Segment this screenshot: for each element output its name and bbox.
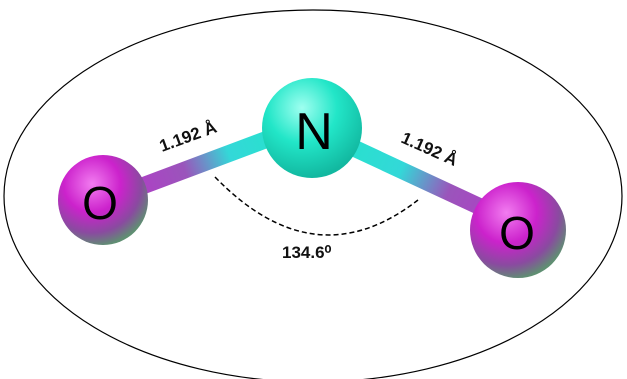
- atom-oxygen-right-label: O: [499, 207, 535, 259]
- bond-length-label-right: 1.192 Å: [398, 128, 460, 170]
- atom-oxygen-left-label: O: [82, 177, 118, 229]
- bond-length-label-left: 1.192 Å: [157, 118, 219, 156]
- atom-oxygen-left: O: [58, 155, 148, 245]
- bond-angle-label: 134.6⁰: [282, 243, 332, 262]
- boundary-ellipse: [3, 9, 623, 379]
- bond-angle-arc: [214, 176, 419, 236]
- atom-nitrogen: N: [262, 78, 362, 178]
- atom-oxygen-right: O: [470, 182, 566, 278]
- atom-nitrogen-label: N: [295, 103, 333, 161]
